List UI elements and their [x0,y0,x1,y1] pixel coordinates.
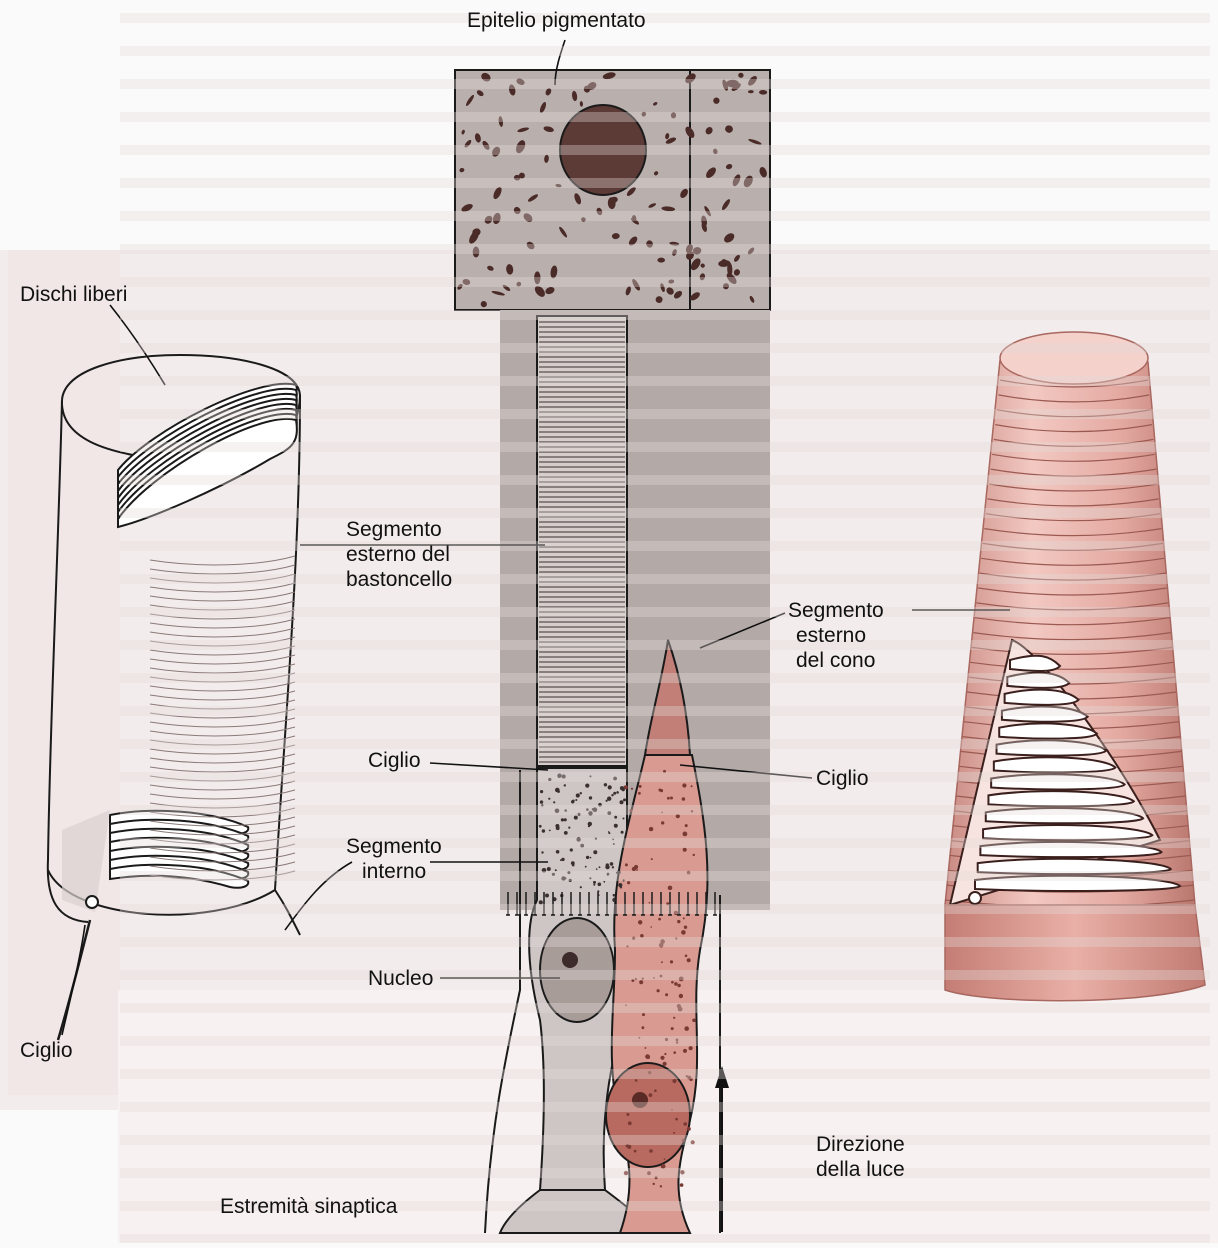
label-cone-outer-segment-line1: Segmento [788,598,884,623]
label-inner-segment-line2: interno [362,859,458,884]
label-light-direction-line2: della luce [816,1157,905,1182]
label-rod-outer-segment-line2: esterno del [346,542,452,567]
label-rod-outer-segment-line1: Segmento [346,517,452,542]
label-inner-segment-line1: Segmento [346,834,442,859]
label-nucleus: Nucleo [368,966,433,991]
label-pigment-epithelium: Epitelio pigmentato [467,8,646,33]
label-inner-segment: Segmento interno [346,834,442,884]
label-synaptic-terminal: Estremità sinaptica [220,1194,397,1219]
label-cilium-right: Ciglio [816,766,869,791]
label-cone-outer-segment: Segmento esterno del cono [788,598,884,673]
label-free-discs: Dischi liberi [20,282,127,307]
label-cilium-left: Ciglio [20,1038,73,1063]
label-rod-outer-segment-line3: bastoncello [346,567,452,592]
label-cone-outer-segment-line2: esterno [796,623,892,648]
label-light-direction: Direzione della luce [816,1132,905,1182]
label-cone-outer-segment-line3: del cono [796,648,892,673]
label-light-direction-line1: Direzione [816,1132,905,1157]
label-rod-outer-segment: Segmento esterno del bastoncello [346,517,452,592]
label-cilium-center: Ciglio [368,748,421,773]
